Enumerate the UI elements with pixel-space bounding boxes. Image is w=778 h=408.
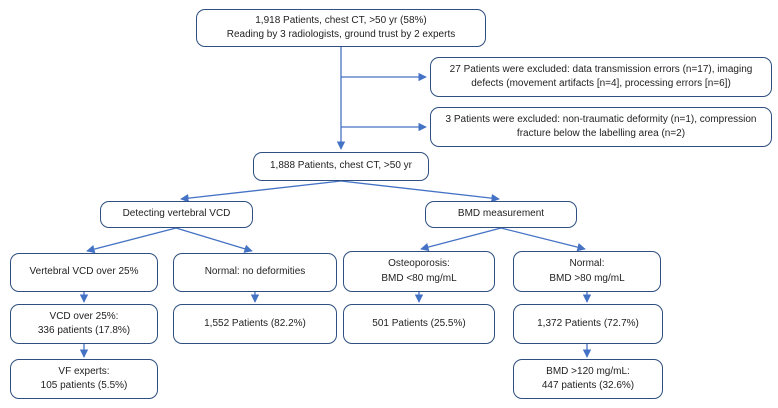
- node-text: BMD <80 mg/mL: [381, 272, 457, 284]
- node-text: Osteoporosis:: [388, 258, 450, 269]
- node-normal-no-deformities: Normal: no deformities: [173, 253, 337, 292]
- node-patients-1552: 1,552 Patients (82.2%): [173, 304, 337, 344]
- node-text: VCD over 25%:: [49, 310, 119, 322]
- node-vcd-336: VCD over 25%: 336 patients (17.8%): [10, 304, 158, 344]
- node-text: 336 patients (17.8%): [37, 325, 131, 336]
- node-text: BMD measurement: [457, 208, 545, 220]
- node-text: 1,552 Patients (82.2%): [204, 317, 306, 329]
- node-detecting-vertebral-vcd: Detecting vertebral VCD: [100, 201, 253, 228]
- node-excluded-27: 27 Patients were excluded: data transmis…: [430, 57, 772, 97]
- node-text: Vertebral VCD over 25%: [29, 266, 139, 278]
- node-patients-1372: 1,372 Patients (72.7%): [513, 304, 663, 344]
- connector-detecting-to-normal-no-deformities: [175, 227, 253, 253]
- node-text: Normal: no deformities: [204, 266, 306, 278]
- node-bmd-measurement: BMD measurement: [425, 201, 577, 228]
- node-bmd-over-120: BMD >120 mg/mL: 447 patients (32.6%): [513, 359, 663, 399]
- node-text: 3 Patients were excluded: non-traumatic …: [445, 113, 757, 125]
- node-text: 1,918 Patients, chest CT, >50 yr (58%): [255, 14, 427, 26]
- node-osteoporosis: Osteoporosis: BMD <80 mg/mL: [343, 251, 495, 292]
- node-patients-1918: 1,918 Patients, chest CT, >50 yr (58%) R…: [196, 9, 486, 47]
- connector-bmd-to-normal-bmd-80: [500, 227, 586, 252]
- node-text: 105 patients (5.5%): [40, 380, 128, 391]
- node-text: Normal:: [569, 258, 605, 269]
- node-text: 27 Patients were excluded: data transmis…: [449, 63, 753, 75]
- node-text: Detecting vertebral VCD: [122, 208, 231, 220]
- node-text: VF experts:: [58, 365, 110, 377]
- node-text: 447 patients (32.6%): [541, 380, 635, 391]
- node-vf-experts: VF experts: 105 patients (5.5%): [10, 359, 158, 399]
- node-vcd-over-25: Vertebral VCD over 25%: [10, 253, 158, 292]
- node-text: defects (movement artifacts [n=4], proce…: [471, 78, 731, 89]
- node-text: Reading by 3 radiologists, ground trust …: [226, 29, 456, 40]
- node-normal-bmd-80: Normal: BMD >80 mg/mL: [513, 251, 661, 292]
- node-excluded-3: 3 Patients were excluded: non-traumatic …: [430, 107, 772, 147]
- connector-bmd-to-osteoporosis: [420, 227, 502, 252]
- node-text: 1,888 Patients, chest CT, >50 yr: [269, 160, 413, 172]
- connector-detecting-to-vcd-over-25: [86, 227, 177, 254]
- connector-1888-to-detecting-vcd: [180, 180, 342, 203]
- node-text: 501 Patients (25.5%): [372, 317, 466, 329]
- connector-1888-to-bmd-measurement: [340, 180, 500, 203]
- node-patients-1888: 1,888 Patients, chest CT, >50 yr: [253, 152, 429, 181]
- node-text: fracture below the labelling area (n=2): [516, 128, 686, 139]
- node-text: BMD >80 mg/mL: [549, 272, 625, 284]
- node-patients-501: 501 Patients (25.5%): [343, 304, 495, 344]
- node-text: 1,372 Patients (72.7%): [537, 317, 639, 329]
- node-text: BMD >120 mg/mL:: [546, 365, 630, 377]
